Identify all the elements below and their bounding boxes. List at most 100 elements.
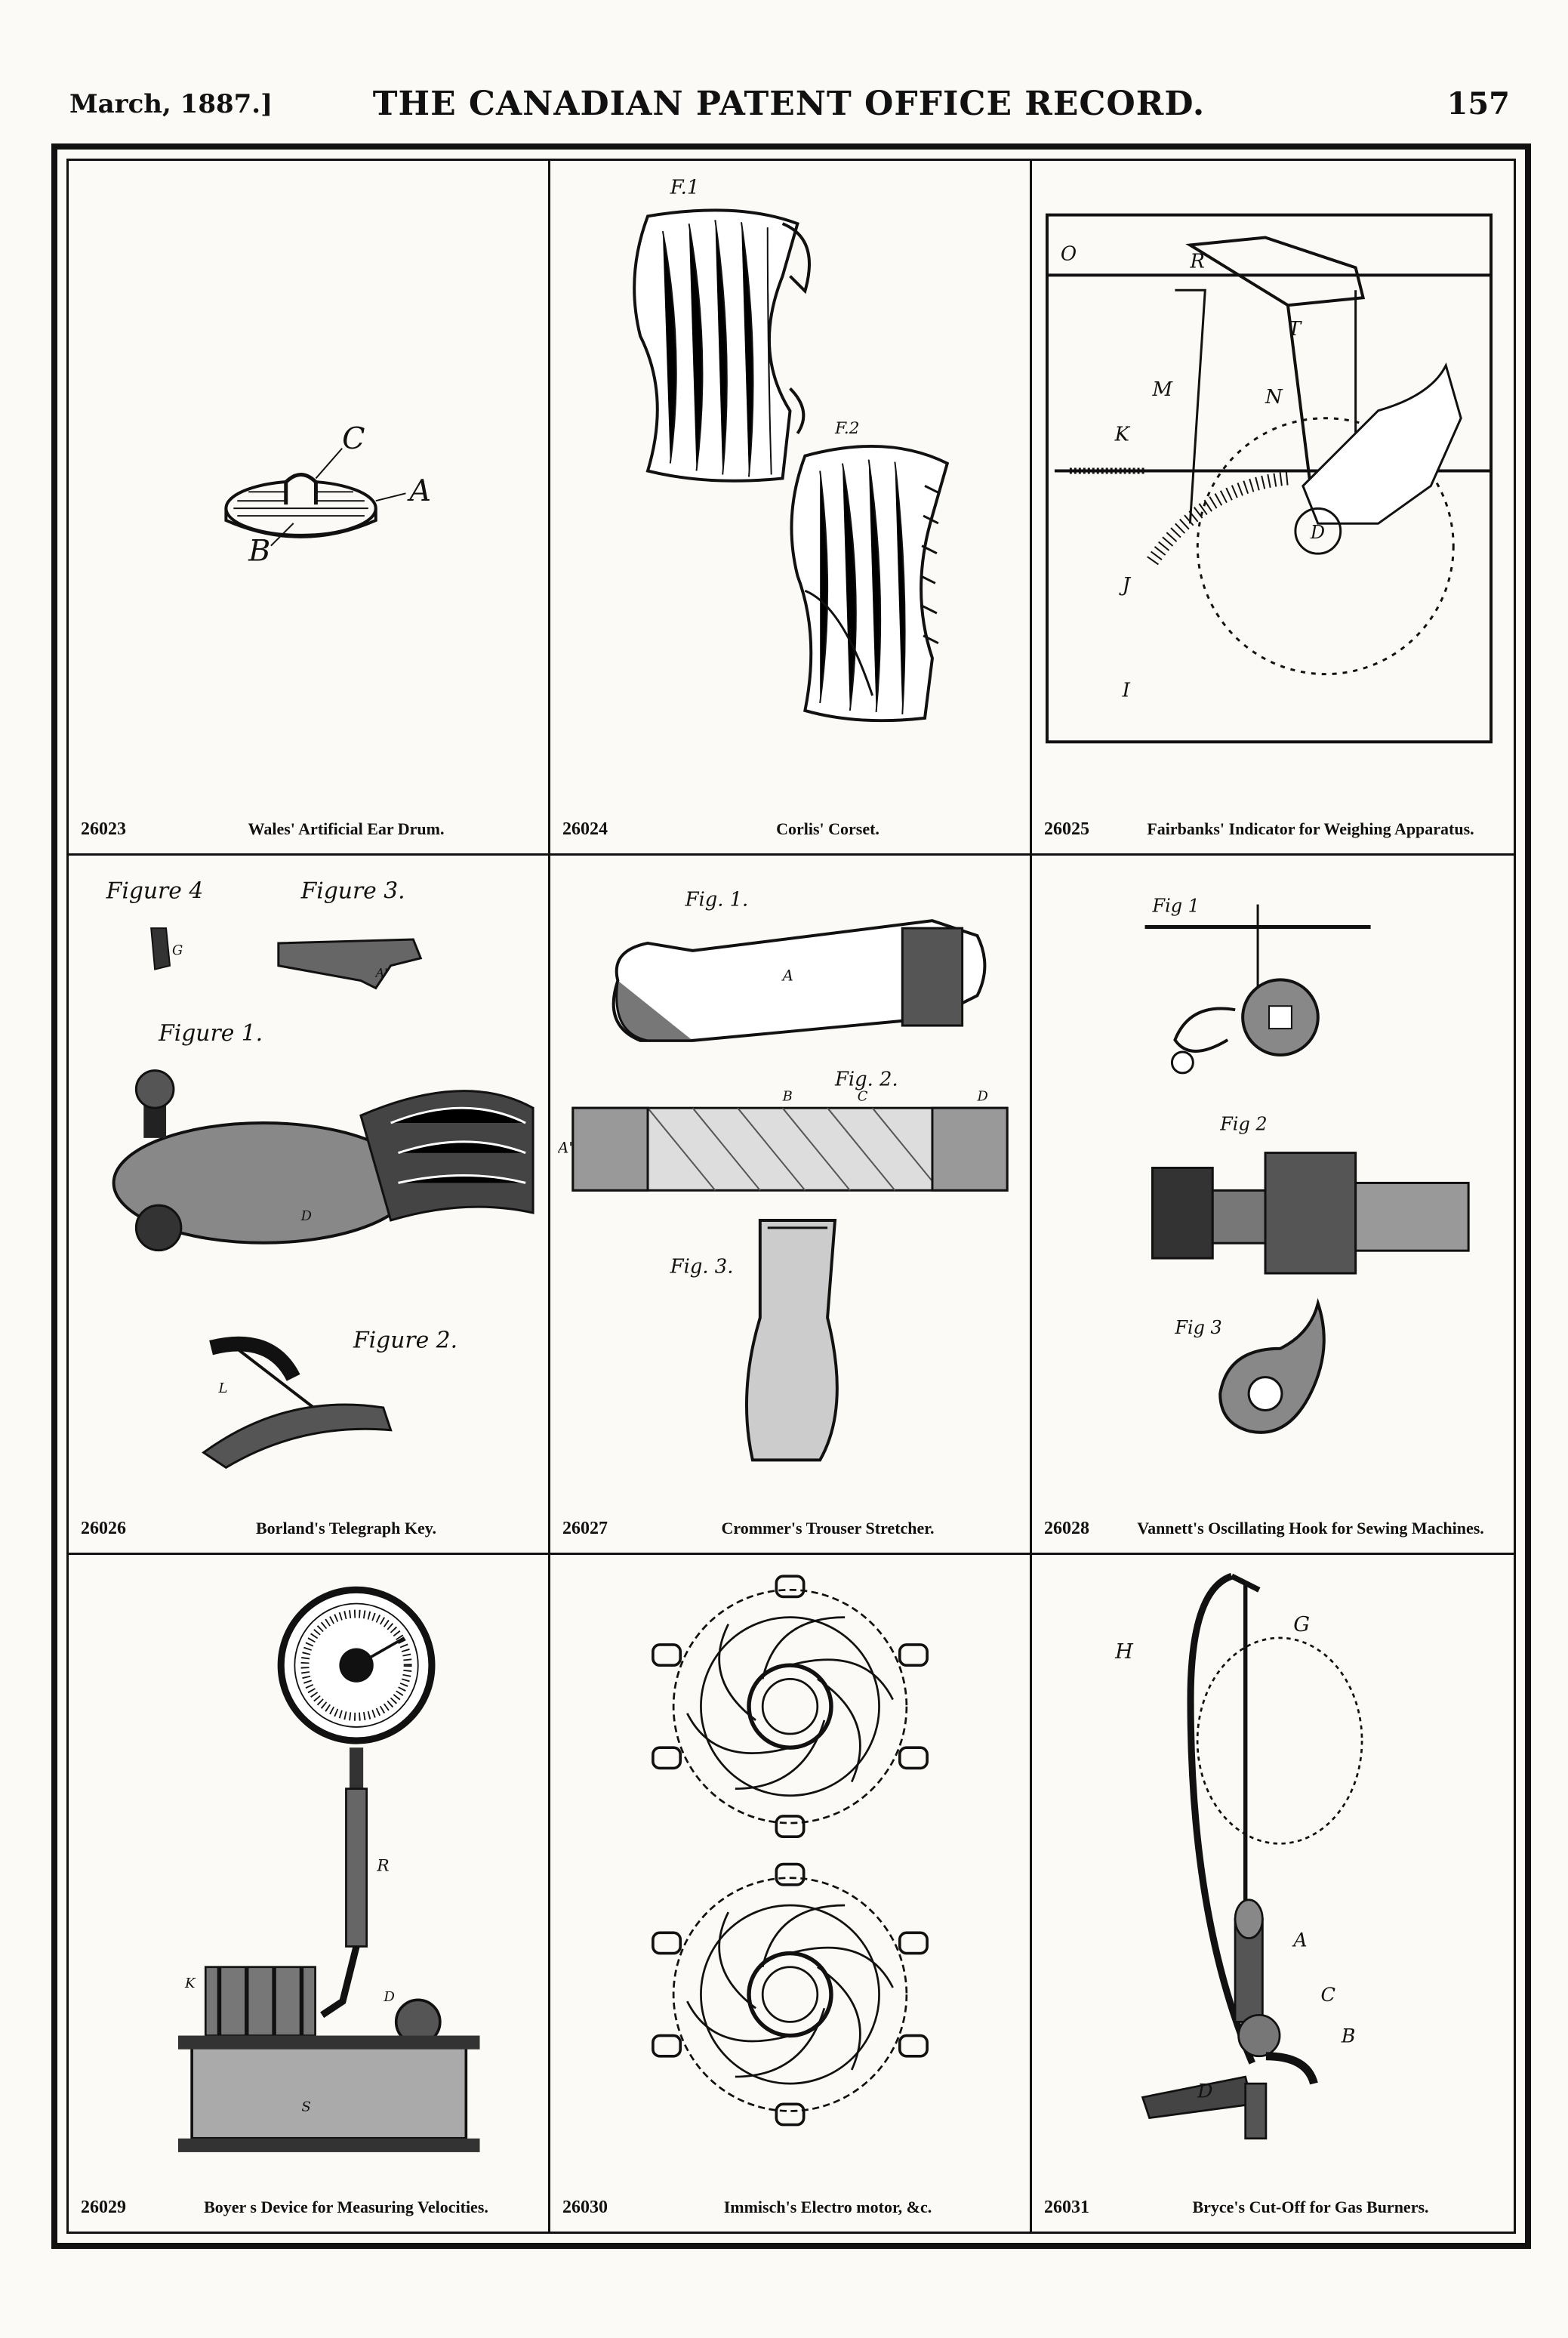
patent-number: 26029: [81, 2198, 126, 2217]
stretcher-label-d: D: [976, 1088, 987, 1104]
hook-label-fig2: Fig 2: [1219, 1114, 1267, 1135]
caption-26024: 26024 Corlis' Corset.: [562, 819, 1018, 840]
patent-title: Vannett's Oscillating Hook for Sewing Ma…: [1137, 1519, 1484, 1538]
patent-cell-26027: Fig. 1. A Fig. 2.: [550, 856, 1032, 1555]
patent-number: 26028: [1044, 1519, 1089, 1538]
patent-number: 26025: [1044, 819, 1089, 839]
velocity-device-figure: R K D S: [76, 1562, 541, 2159]
velocity-device-drawing: R K D S: [177, 1586, 480, 2152]
ear-drum-label-c: C: [342, 421, 365, 456]
caption-26023: 26023 Wales' Artificial Ear Drum.: [81, 819, 536, 840]
patent-title: Borland's Telegraph Key.: [256, 1519, 436, 1538]
patent-number: 26030: [562, 2198, 608, 2217]
weighing-label-j: J: [1119, 574, 1132, 597]
corset-figure: F.1 F.2: [558, 168, 1022, 781]
caption-26027: 26027 Crommer's Trouser Stretcher.: [562, 1519, 1018, 1539]
patent-cell-26028: Fig 1 Fig 2 Fig 3: [1032, 856, 1514, 1555]
weighing-label-t: T: [1288, 318, 1302, 341]
patent-plate-frame: C A B 26023 Wales' Artificial Ear Drum. …: [51, 143, 1531, 2249]
patent-number: 26027: [562, 1519, 608, 1538]
patent-title: Wales' Artificial Ear Drum.: [248, 819, 445, 838]
patent-title: Fairbanks' Indicator for Weighing Appara…: [1147, 819, 1474, 838]
stretcher-label-c: C: [858, 1088, 868, 1104]
velocity-label-s: S: [301, 2099, 310, 2114]
telegraph-label-figure4: Figure 4: [106, 878, 204, 904]
patent-title: Corlis' Corset.: [776, 819, 879, 838]
weighing-indicator-drawing: O R T M N K D J I: [1045, 213, 1493, 744]
ear-drum-label-a: A: [406, 473, 431, 508]
telegraph-label-figure1: Figure 1.: [158, 1020, 263, 1047]
electro-motor-drawing: [652, 1575, 929, 2127]
corset-drawing: F.1 F.2: [633, 177, 950, 723]
hook-label-fig1: Fig 1: [1152, 896, 1200, 917]
weighing-indicator-figure: O R T M N K D J I: [1040, 168, 1506, 781]
telegraph-key-drawing: Figure 4 Figure 3. Figure 1. Figure 2. G…: [106, 878, 534, 1470]
patent-plate-inner: C A B 26023 Wales' Artificial Ear Drum. …: [66, 159, 1516, 2234]
trouser-stretcher-figure: Fig. 1. A Fig. 2.: [558, 863, 1022, 1480]
patent-cell-26029: R K D S: [69, 1555, 550, 2232]
weighing-label-i: I: [1122, 680, 1131, 702]
corset-label-fig1: F.1: [670, 177, 699, 199]
patent-number: 26026: [81, 1519, 126, 1538]
patent-number: 26023: [81, 819, 126, 839]
gas-label-c: C: [1321, 1983, 1335, 2006]
stretcher-label-b: B: [782, 1088, 793, 1104]
oscillating-hook-figure: Fig 1 Fig 2 Fig 3: [1040, 863, 1506, 1480]
oscillating-hook-drawing: Fig 1 Fig 2 Fig 3: [1144, 896, 1470, 1434]
gas-label-g: G: [1293, 1613, 1310, 1636]
electro-motor-figure: [558, 1562, 1022, 2159]
patent-title: Bryce's Cut-Off for Gas Burners.: [1192, 2198, 1429, 2216]
telegraph-label-a1: A': [374, 966, 388, 980]
patent-cell-26026: Figure 4 Figure 3. Figure 1. Figure 2. G…: [69, 856, 550, 1555]
telegraph-label-figure3: Figure 3.: [300, 878, 405, 904]
weighing-label-k: K: [1114, 424, 1131, 446]
telegraph-label-g: G: [172, 942, 183, 958]
patent-cell-26025: O R T M N K D J I 26025 Fairbanks' Indic…: [1032, 161, 1514, 856]
patent-cell-26030: 26030 Immisch's Electro motor, &c.: [550, 1555, 1032, 2232]
patent-title: Crommer's Trouser Stretcher.: [721, 1519, 935, 1538]
trouser-stretcher-drawing: Fig. 1. A Fig. 2.: [558, 888, 1009, 1462]
caption-26030: 26030 Immisch's Electro motor, &c.: [562, 2198, 1018, 2218]
caption-26025: 26025 Fairbanks' Indicator for Weighing …: [1044, 819, 1502, 840]
telegraph-label-d: D: [300, 1208, 312, 1224]
telegraph-key-figure: Figure 4 Figure 3. Figure 1. Figure 2. G…: [76, 863, 541, 1480]
telegraph-label-l: L: [217, 1380, 227, 1396]
patent-title: Boyer s Device for Measuring Velocities.: [204, 2198, 488, 2216]
stretcher-label-fig2: Fig. 2.: [834, 1068, 898, 1090]
caption-26029: 26029 Boyer s Device for Measuring Veloc…: [81, 2198, 536, 2218]
patent-cell-26023: C A B 26023 Wales' Artificial Ear Drum.: [69, 161, 550, 856]
velocity-label-r: R: [376, 1857, 389, 1876]
hook-label-fig3: Fig 3: [1174, 1317, 1221, 1338]
motor-view-upper: [652, 1575, 929, 1839]
patent-title: Immisch's Electro motor, &c.: [723, 2198, 932, 2216]
caption-26026: 26026 Borland's Telegraph Key.: [81, 1519, 536, 1539]
patent-number: 26024: [562, 819, 608, 839]
page-number: 157: [1446, 86, 1511, 122]
gas-label-h: H: [1114, 1640, 1134, 1664]
telegraph-label-figure2: Figure 2.: [353, 1328, 457, 1354]
gas-label-a: A: [1292, 1929, 1307, 1951]
weighing-label-n: N: [1265, 386, 1283, 409]
patent-grid: C A B 26023 Wales' Artificial Ear Drum. …: [69, 161, 1514, 2232]
velocity-label-k: K: [184, 1976, 196, 1991]
weighing-label-r: R: [1189, 250, 1205, 273]
header-date: March, 1887.]: [69, 89, 273, 119]
gas-cutoff-figure: H G A C B D: [1040, 1562, 1506, 2159]
patent-number: 26031: [1044, 2198, 1089, 2217]
motor-view-lower: [652, 1862, 929, 2127]
patent-cell-26031: H G A C B D 26031: [1032, 1555, 1514, 2232]
corset-label-fig2: F.2: [834, 419, 860, 438]
gas-cutoff-drawing: H G A C B D: [1114, 1572, 1363, 2140]
patent-cell-26024: F.1 F.2: [550, 161, 1032, 856]
weighing-label-o: O: [1061, 242, 1077, 265]
stretcher-label-fig1: Fig. 1.: [685, 888, 749, 911]
ear-drum-drawing: C A B: [224, 421, 431, 569]
stretcher-label-fig3: Fig. 3.: [670, 1255, 734, 1278]
ear-drum-label-b: B: [248, 534, 270, 569]
weighing-label-d: D: [1310, 522, 1325, 543]
gas-label-b: B: [1341, 2025, 1356, 2047]
velocity-label-d: D: [383, 1989, 395, 2005]
weighing-label-m: M: [1152, 378, 1174, 401]
page-header: March, 1887.] THE CANADIAN PATENT OFFICE…: [60, 79, 1517, 139]
caption-26028: 26028 Vannett's Oscillating Hook for Sew…: [1044, 1519, 1502, 1539]
